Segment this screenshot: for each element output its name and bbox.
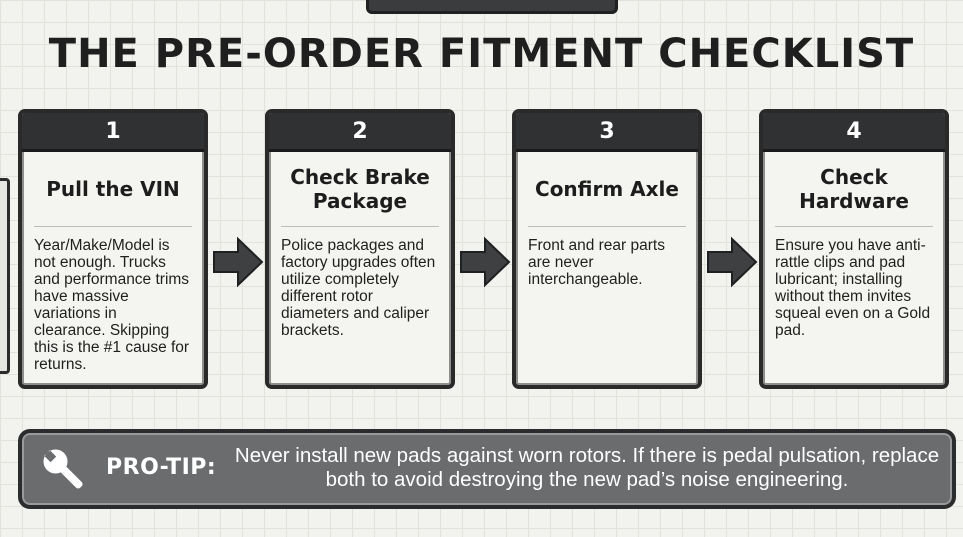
step-title: Confirm Axle — [535, 177, 679, 201]
step-card-2: 2 Check Brake Package Police packages an… — [265, 109, 455, 389]
step-number: 2 — [269, 113, 451, 152]
step-title-area: Check Hardware — [763, 152, 945, 226]
step-card-1: 1 Pull the VIN Year/Make/Model is not en… — [18, 109, 208, 389]
protip-banner: PRO-TIP: Never install new pads against … — [18, 429, 956, 509]
arrow-right-icon — [213, 236, 264, 288]
step-description: Front and rear parts are never interchan… — [528, 237, 665, 288]
arrow-right-icon — [707, 236, 758, 288]
protip-text: Never install new pads against worn roto… — [234, 444, 940, 491]
step-number: 1 — [22, 113, 204, 152]
arrow-right-icon — [460, 236, 511, 288]
step-divider — [775, 226, 933, 227]
wrench-icon — [43, 449, 83, 489]
step-description: Year/Make/Model is not enough. Trucks an… — [34, 237, 190, 373]
step-title: Check Hardware — [799, 165, 909, 213]
step-title-area: Confirm Axle — [516, 152, 698, 226]
left-edge-panel — [0, 178, 10, 374]
page-title: THE PRE-ORDER FITMENT CHECKLIST — [48, 31, 915, 77]
top-tab — [366, 0, 618, 14]
step-title: Pull the VIN — [46, 177, 180, 201]
step-description: Police packages and factory upgrades oft… — [281, 237, 436, 339]
step-number: 3 — [516, 113, 698, 152]
step-description: Ensure you have anti-rattle clips and pa… — [775, 237, 931, 339]
step-card-3: 3 Confirm Axle Front and rear parts are … — [512, 109, 702, 389]
step-title-area: Pull the VIN — [22, 152, 204, 226]
step-divider — [281, 226, 439, 227]
step-divider — [528, 226, 686, 227]
step-title: Check Brake Package — [290, 165, 430, 213]
step-number: 4 — [763, 113, 945, 152]
step-card-4: 4 Check Hardware Ensure you have anti-ra… — [759, 109, 949, 389]
step-title-area: Check Brake Package — [269, 152, 451, 226]
protip-label: PRO-TIP: — [106, 455, 217, 480]
step-divider — [34, 226, 192, 227]
